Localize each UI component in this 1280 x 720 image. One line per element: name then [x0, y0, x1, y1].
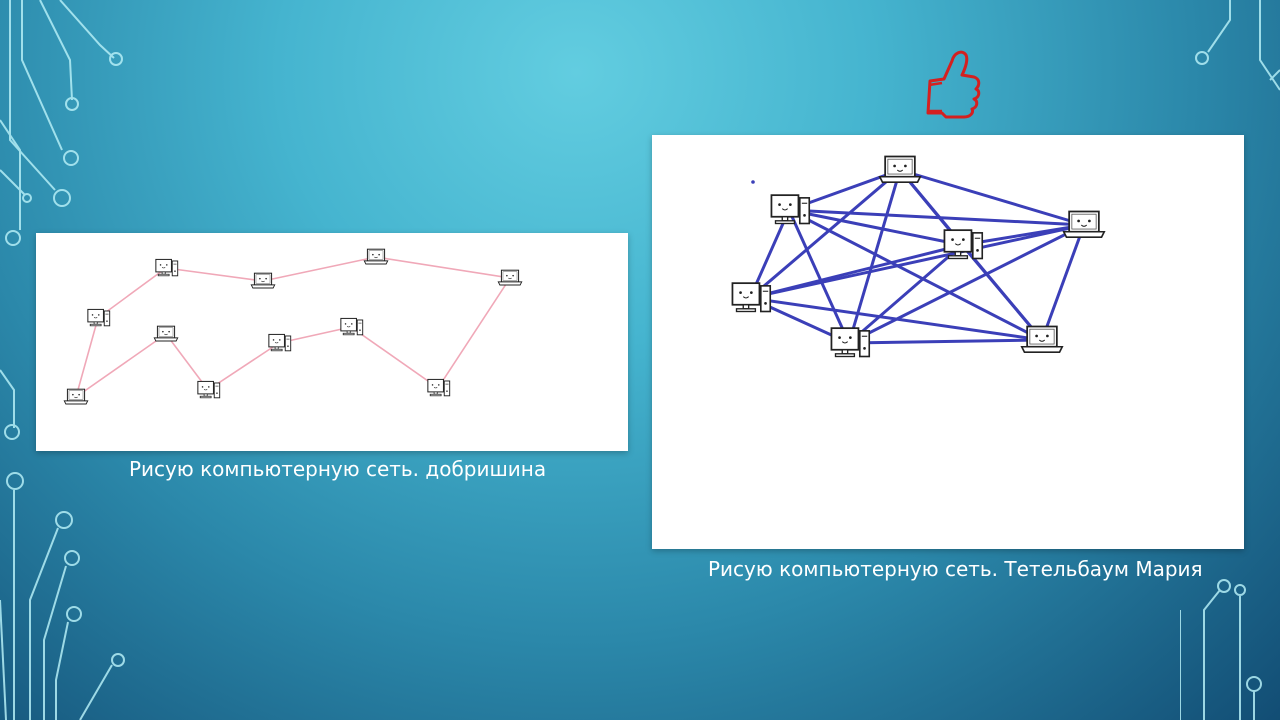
network-link: [847, 223, 1086, 345]
network-link: [1040, 223, 1086, 342]
laptop-icon: [363, 248, 389, 265]
network-links-left: [75, 256, 511, 398]
network-link: [748, 243, 964, 300]
laptop-icon: [63, 388, 89, 405]
network-link: [375, 256, 511, 279]
desktop-computer-icon: [731, 282, 772, 313]
desktop-computer-icon: [197, 380, 221, 399]
network-diagram-right: [731, 155, 1106, 358]
network-link: [787, 208, 1086, 227]
network-link: [165, 267, 264, 282]
network-diagram-left: [63, 248, 523, 405]
network-link: [207, 342, 280, 391]
thumbs-up-icon: [926, 50, 981, 119]
network-link: [898, 168, 1086, 227]
network-link: [350, 326, 439, 389]
circuit-decoration-right: [1180, 0, 1280, 720]
desktop-computer-icon: [770, 194, 811, 225]
caption-left: Рисую компьютерную сеть. добришина: [129, 457, 547, 481]
network-drawing-left: [36, 233, 628, 451]
network-link: [787, 208, 964, 247]
laptop-icon: [250, 272, 276, 289]
laptop-icon: [153, 325, 179, 342]
desktop-computer-icon: [830, 327, 871, 358]
network-link: [165, 333, 209, 391]
network-link: [787, 208, 851, 345]
laptop-icon: [497, 269, 523, 286]
desktop-computer-icon: [943, 229, 984, 260]
laptop-icon: [1020, 325, 1064, 353]
network-links-right: [748, 168, 1086, 345]
laptop-icon: [878, 155, 922, 183]
network-link: [75, 333, 167, 398]
network-link: [960, 243, 1044, 342]
network-link: [748, 223, 1086, 300]
network-link: [75, 317, 99, 398]
network-link: [787, 208, 1044, 342]
network-link: [847, 338, 1044, 345]
desktop-computer-icon: [340, 317, 364, 336]
network-nodes-right: [731, 155, 1106, 358]
caption-right: Рисую компьютерную сеть. Тетельбаум Мари…: [708, 557, 1203, 581]
network-link: [262, 256, 377, 282]
desktop-computer-icon: [427, 378, 451, 397]
circuit-decoration-left: [0, 0, 125, 720]
desktop-computer-icon: [268, 333, 292, 352]
desktop-computer-icon: [87, 308, 111, 327]
network-link: [748, 296, 1044, 342]
network-link: [847, 243, 964, 345]
desktop-computer-icon: [155, 258, 179, 277]
laptop-icon: [1062, 210, 1106, 238]
network-nodes-left: [63, 248, 523, 405]
network-link: [97, 267, 167, 319]
network-link: [437, 277, 511, 389]
network-link: [748, 168, 902, 300]
ink-dot: [751, 180, 755, 184]
network-drawing-right: [652, 135, 1244, 549]
